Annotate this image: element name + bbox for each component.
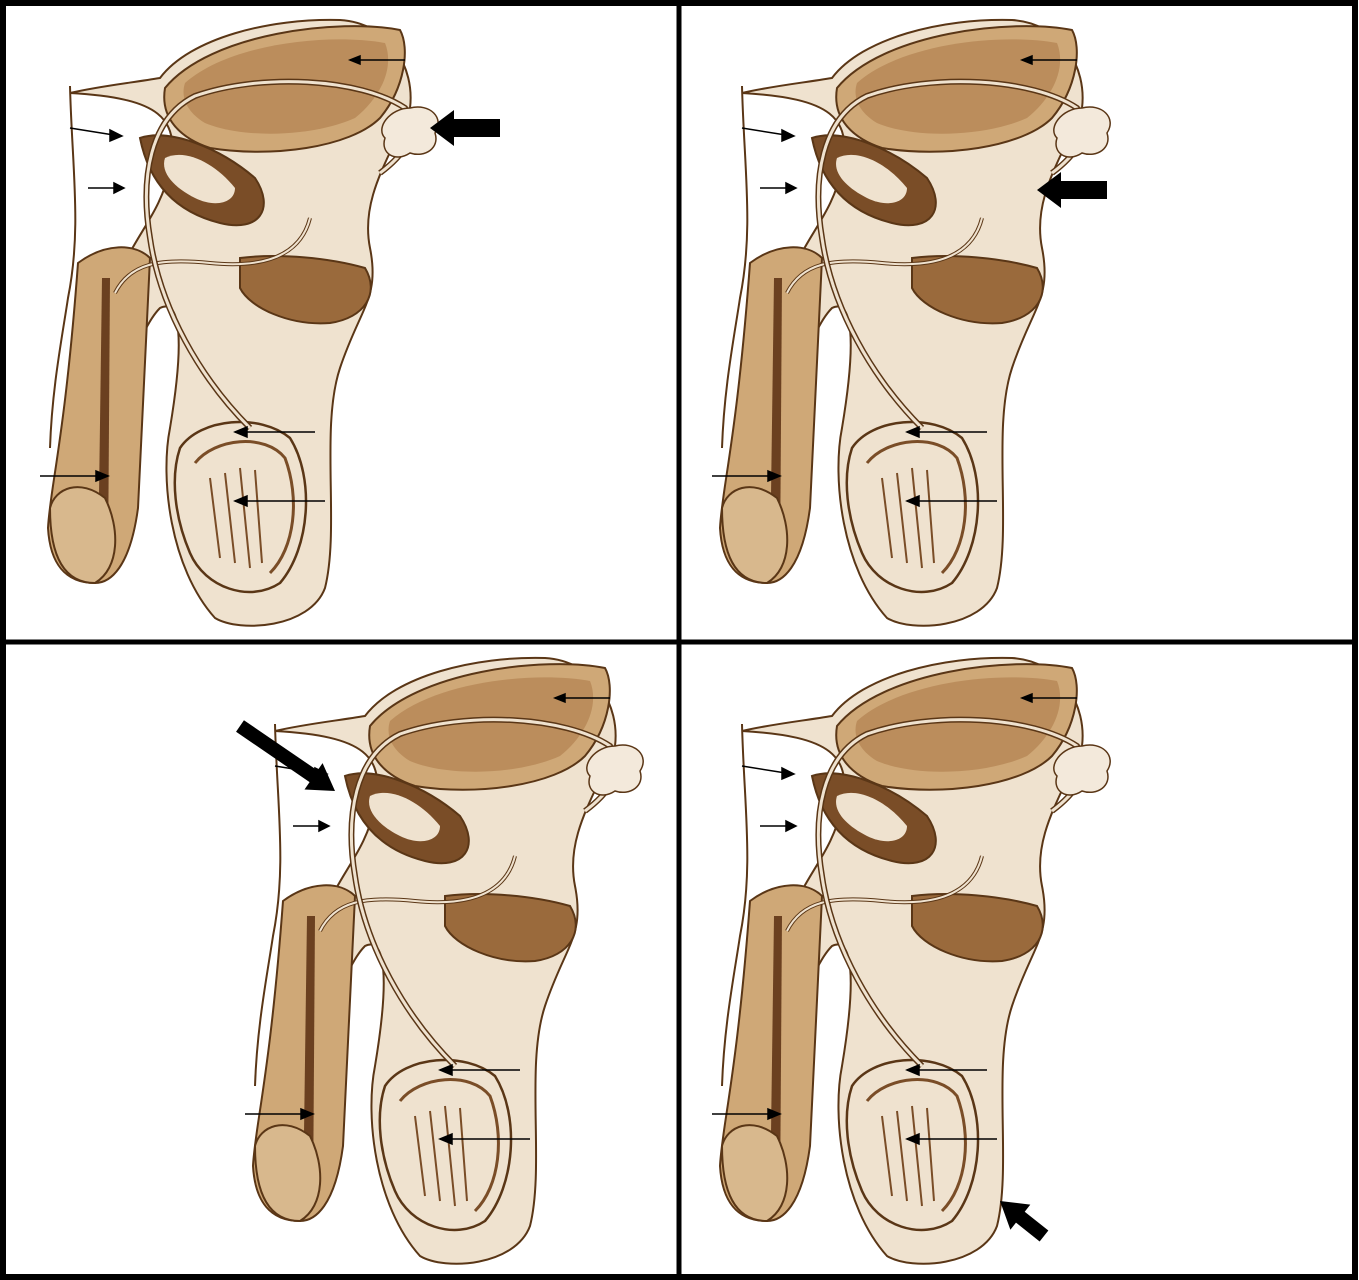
reproductive-anatomy-illustration — [10, 8, 676, 640]
reproductive-anatomy-illustration — [10, 646, 676, 1278]
highlight-arrow — [430, 110, 500, 146]
panel-bottom-right — [682, 646, 1348, 1278]
reproductive-anatomy-illustration — [682, 646, 1348, 1278]
reproductive-anatomy-illustration — [682, 8, 1348, 640]
panel-top-left — [10, 8, 676, 640]
panel-top-right — [682, 8, 1348, 640]
panel-bottom-left — [10, 646, 676, 1278]
